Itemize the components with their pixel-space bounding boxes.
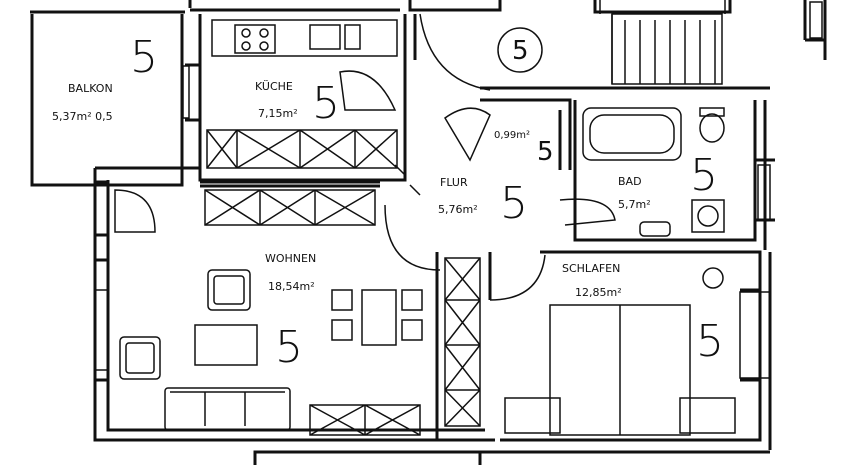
room-flur: FLUR 5,76m² 5 — [438, 176, 528, 229]
staircase — [599, 0, 726, 85]
double-bed — [504, 267, 736, 436]
kitchen-cabinets — [206, 129, 398, 169]
windows — [94, 1, 823, 379]
room-area: 7,15m² — [258, 107, 298, 120]
room-name: SCHLAFEN — [562, 262, 620, 275]
room-schlafen: SCHLAFEN 12,85m² 5 — [562, 262, 724, 367]
stair-mark: 5 — [512, 36, 529, 66]
living-furniture — [119, 269, 423, 431]
room-name: WOHNEN — [265, 252, 316, 265]
room-area: 5,37m² 0,5 — [52, 110, 113, 123]
room-bad: BAD 5,7m² 5 — [618, 150, 718, 211]
room-mark: 5 — [130, 32, 158, 83]
room-name: FLUR — [440, 176, 468, 189]
room-area: 5,7m² — [618, 198, 651, 211]
doors — [114, 13, 616, 301]
room-name: BAD — [618, 175, 642, 188]
room-area: 0,99m² — [494, 130, 530, 141]
room-name: KÜCHE — [255, 80, 293, 93]
bathroom-fixtures — [582, 107, 725, 237]
kitchen-counter — [211, 19, 398, 57]
room-wohnen: WOHNEN 18,54m² 5 — [265, 252, 316, 373]
stair-mark-circle — [497, 27, 543, 73]
room-kueche: KÜCHE 7,15m² 5 — [255, 78, 340, 129]
room-area: 12,85m² — [575, 286, 622, 299]
room-area: 18,54m² — [268, 280, 315, 293]
room-mark: 5 — [690, 150, 718, 201]
room-mark: 5 — [696, 316, 724, 367]
room-area: 5,76m² — [438, 203, 478, 216]
room-balkon: BALKON 5,37m² 0,5 5 — [52, 32, 158, 123]
room-abstell: 0,99m² 5 — [494, 130, 554, 167]
living-cabinets — [204, 189, 421, 436]
room-mark: 5 — [275, 322, 303, 373]
room-mark: 5 — [537, 137, 554, 167]
room-name: BALKON — [68, 82, 113, 95]
room-mark: 5 — [500, 178, 528, 229]
room-mark: 5 — [312, 78, 340, 129]
wardrobe — [444, 257, 481, 427]
